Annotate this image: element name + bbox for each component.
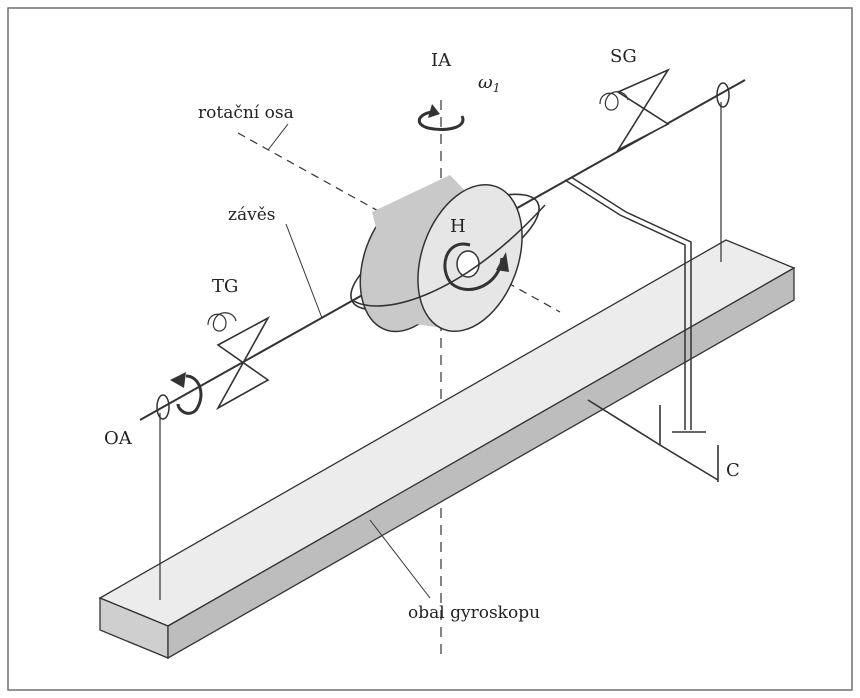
- ia-arrowhead-icon: [428, 104, 440, 118]
- spin-arrowhead-icon: [496, 252, 509, 272]
- label-rotation-axis: rotační osa: [198, 103, 294, 123]
- label-sg: SG: [610, 46, 637, 67]
- spin-arrow-icon: [443, 242, 504, 291]
- oa-arrowhead-icon: [170, 372, 186, 388]
- left-pivot-bearing: [156, 394, 170, 420]
- label-oa: OA: [104, 428, 133, 449]
- ia-rotation-arrow-icon: [417, 110, 465, 131]
- housing-leader: [369, 519, 431, 599]
- right-pivot-bearing: [716, 82, 730, 108]
- housing-long-face: [167, 266, 795, 660]
- damper-c: [587, 399, 719, 482]
- torque-generator-tg: [207, 312, 271, 411]
- gyro-rotor: [359, 175, 523, 333]
- gimbal-arm: [564, 179, 686, 430]
- gimbal-ring-front: [351, 204, 546, 307]
- label-c: C: [726, 460, 740, 481]
- label-tg: TG: [212, 276, 238, 297]
- label-h: H: [450, 216, 466, 237]
- signal-generator-sg: [599, 68, 671, 153]
- suspension-leader: [285, 223, 323, 319]
- gimbal-arm-inner: [570, 176, 692, 430]
- label-housing: obal gyroskopu: [408, 603, 540, 623]
- label-suspension: závěs: [228, 205, 275, 225]
- label-omega: ω1: [478, 72, 500, 95]
- label-ia: IA: [431, 50, 452, 71]
- gyroscope-housing: [98, 239, 796, 660]
- oa-rotation-arrow-icon: [176, 374, 203, 415]
- rotation-axis-leader: [267, 123, 289, 151]
